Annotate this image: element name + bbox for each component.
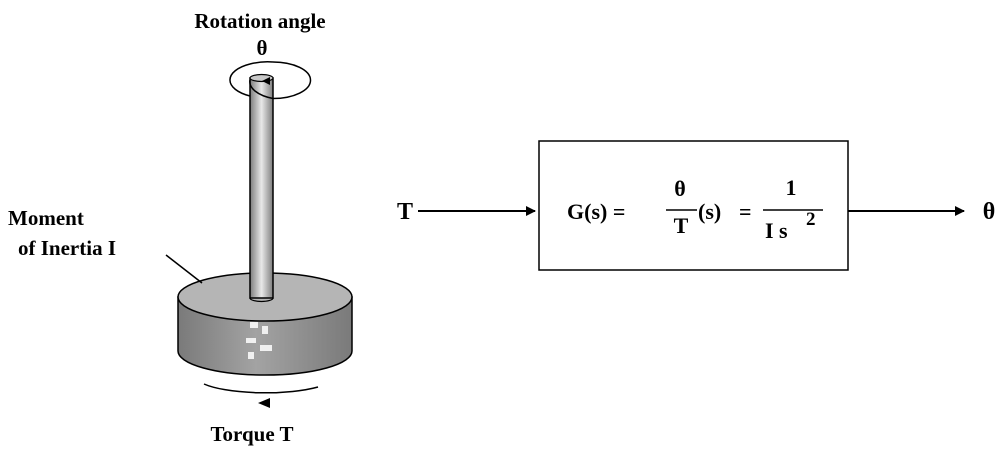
rotation-angle-label: Rotation angle <box>194 9 325 33</box>
rotation-ellipse-arrow <box>229 61 312 100</box>
equals-sign: = <box>739 199 752 224</box>
transfer-function-equation: G(s) = θ T (s) = 1 I s 2 <box>567 175 823 243</box>
disk-texture-mark <box>246 322 272 359</box>
output-signal-label: θ <box>983 199 996 225</box>
fraction1-numerator: θ <box>674 176 685 201</box>
fraction1-denominator: T <box>674 213 689 238</box>
fraction2-denominator: I s <box>765 218 788 243</box>
gs-prefix: G(s) = <box>567 199 625 224</box>
moment-label-line2: of Inertia I <box>18 236 116 260</box>
moment-leader-line <box>165 254 203 284</box>
input-signal-label: T <box>397 199 413 225</box>
torque-label: Torque T <box>210 422 293 446</box>
torque-arrowhead <box>258 398 270 408</box>
fraction2-numerator: 1 <box>786 175 797 200</box>
fraction1-suffix: (s) <box>698 199 721 224</box>
torque-arrow <box>203 383 319 394</box>
rotating-shaft <box>249 73 274 303</box>
rotation-theta-label: θ <box>257 36 268 60</box>
fraction2-exponent: 2 <box>806 209 816 230</box>
moment-label-line1: Moment <box>8 206 84 230</box>
transfer-function-block <box>538 140 849 271</box>
